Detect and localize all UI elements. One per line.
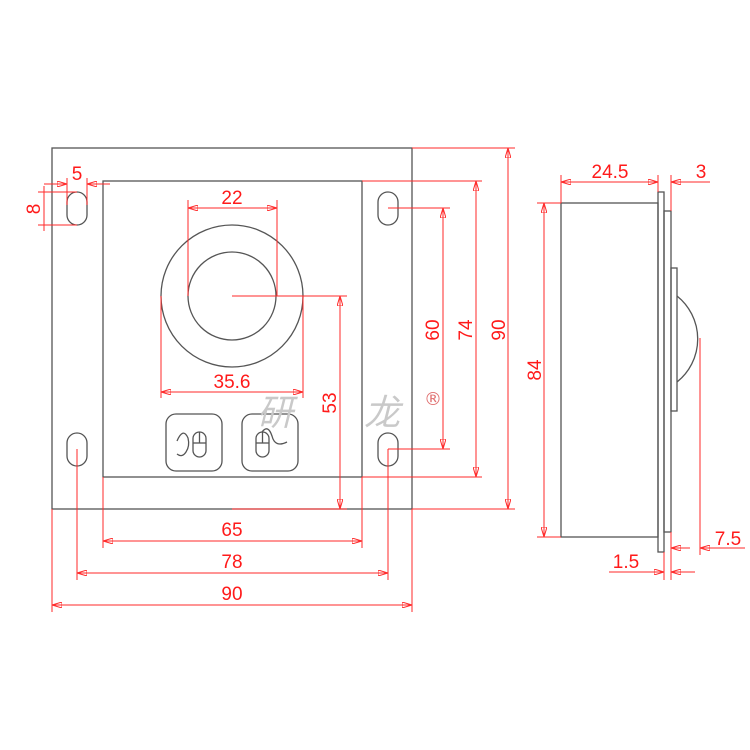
- dim-body-depth: 24.5: [592, 162, 629, 183]
- dim-ball-center-height: 53: [320, 392, 341, 413]
- dim-front-thickness: 3: [696, 162, 707, 183]
- dim-panel-height: 74: [456, 319, 477, 341]
- right-mouse-button[interactable]: [241, 413, 299, 472]
- side-dimensions: 24.5 3 84 7.5 1.5: [525, 162, 745, 580]
- dim-body-height: 84: [525, 359, 546, 381]
- svg-text:研: 研: [257, 393, 298, 434]
- side-plate: [657, 191, 665, 553]
- dim-ball-diameter: 22: [221, 188, 242, 209]
- dim-plate-height: 90: [489, 319, 510, 340]
- registered-mark: ®: [424, 389, 442, 410]
- mouse-left-click-icon: [176, 431, 207, 458]
- front-dimensions: 5 8 22 35.6 53 60 74 90: [24, 147, 515, 612]
- dim-plate-thickness: 1.5: [613, 552, 639, 573]
- dim-slot-width: 5: [72, 164, 83, 185]
- dim-panel-width: 65: [221, 520, 242, 541]
- mounting-slot: [66, 191, 88, 226]
- keypad-panel: [102, 180, 363, 478]
- dim-slot-vertical-spacing: 60: [423, 319, 444, 340]
- side-panel: [663, 210, 672, 533]
- side-ball: [676, 295, 699, 383]
- side-bezel: [670, 267, 678, 412]
- svg-text:龙: 龙: [364, 393, 404, 434]
- dim-plate-width: 90: [221, 584, 242, 605]
- mouse-right-click-icon: [255, 428, 288, 458]
- side-body: [560, 202, 659, 538]
- side-view: [560, 191, 699, 553]
- left-mouse-button[interactable]: [165, 413, 223, 472]
- dim-slot-height: 8: [24, 204, 45, 215]
- dim-bezel-diameter: 35.6: [214, 372, 251, 393]
- dim-ball-protrusion: 7.5: [715, 529, 741, 550]
- watermark: 研 龙 ®: [257, 389, 442, 434]
- dim-slot-horizontal-spacing: 78: [221, 552, 242, 573]
